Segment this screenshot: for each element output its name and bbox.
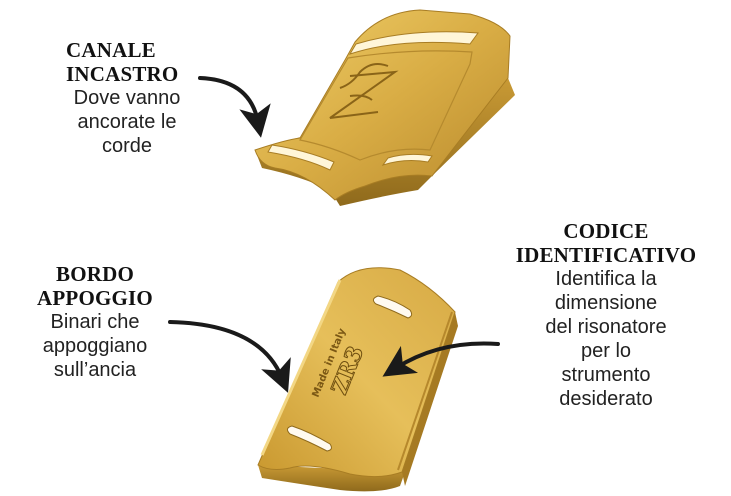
bottom-piece-face <box>257 267 456 478</box>
top-piece-face <box>254 9 511 201</box>
bottom-lower-slot <box>286 425 332 452</box>
bottom-resonator-piece: Made in Italy ZR3 <box>257 267 458 492</box>
curved-arrow-icon <box>168 320 291 393</box>
codice-title-line2: IDENTIFICATIVO <box>515 243 697 267</box>
canale-desc-line1: Dove vanno <box>73 87 181 109</box>
codice-desc-line1: Identifica la <box>555 268 657 290</box>
bordo-title-line1: BORDO <box>55 262 134 286</box>
codice-identificativo-label: CODICE IDENTIFICATIVO Identifica la dime… <box>486 219 726 411</box>
bordo-title-line2: APPOGGIO <box>37 286 153 310</box>
codice-desc-line6: desiderato <box>559 388 653 410</box>
codice-title-line1: CODICE <box>563 219 649 243</box>
z-logo-icon <box>329 63 399 119</box>
codice-desc-line2: dimensione <box>554 292 658 314</box>
curved-arrow-icon <box>198 76 271 138</box>
canale-desc-line2: ancorate le <box>77 111 177 133</box>
curved-arrow-icon <box>382 341 500 377</box>
top-upper-channel <box>348 31 479 55</box>
codice-desc-line4: per lo <box>580 340 632 362</box>
bordo-desc-line2: appoggiano <box>42 335 148 357</box>
canale-title-line2: INCASTRO <box>66 62 179 86</box>
bordo-desc-line3: sull’ancia <box>53 359 137 381</box>
bordo-appoggio-label: BORDO APPOGGIO Binari che appoggiano sul… <box>10 262 180 382</box>
canale-desc-line3: corde <box>101 135 153 157</box>
codice-desc-line3: del risonatore <box>545 316 667 338</box>
codice-desc-line5: strumento <box>561 364 651 386</box>
top-lower-channel <box>267 144 335 171</box>
top-resonator-piece <box>254 9 515 206</box>
canale-incastro-label: CANALE INCASTRO Dove vanno ancorate le c… <box>52 38 202 158</box>
bottom-upper-slot <box>372 295 413 319</box>
bordo-desc-line1: Binari che <box>50 311 140 333</box>
canale-title-line1: CANALE <box>66 38 156 62</box>
